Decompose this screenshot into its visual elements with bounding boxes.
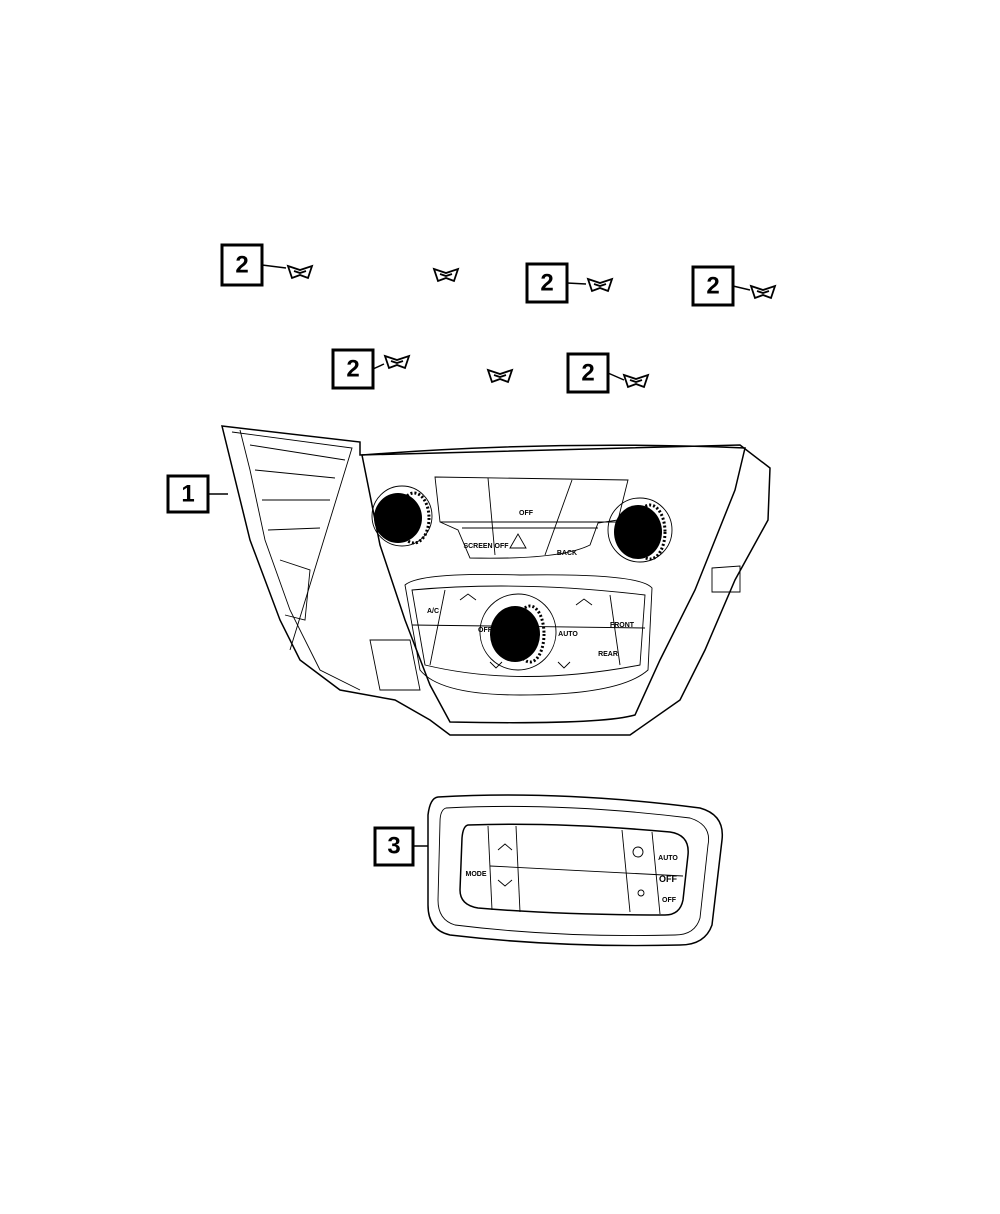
callout-2: 2 <box>525 262 587 304</box>
mode-label: MODE <box>466 871 487 878</box>
clip-part <box>486 368 514 384</box>
svg-text:2: 2 <box>540 270 553 297</box>
front-defrost-label: FRONT <box>610 622 635 629</box>
svg-text:2: 2 <box>235 252 248 279</box>
svg-text:3: 3 <box>387 833 400 860</box>
callout-1: 1 <box>166 474 228 514</box>
callout-3: 3 <box>373 826 428 867</box>
svg-text:2: 2 <box>581 360 594 387</box>
clip-part <box>286 264 314 280</box>
rear-off-label: OFF <box>659 874 677 884</box>
left-temp-knob <box>371 485 433 547</box>
fan-knob <box>479 593 557 671</box>
fan-high-icon <box>632 846 644 858</box>
svg-text:1: 1 <box>181 481 194 508</box>
clips <box>286 264 777 389</box>
screen-off-label: SCREEN OFF <box>463 543 509 550</box>
clip-part <box>749 284 777 300</box>
front-control-bezel: SCREEN OFF BACK OFF A/C OFF AUTO FRONT R… <box>221 425 771 736</box>
callout-2: 2 <box>566 352 625 394</box>
clip-part <box>432 267 460 283</box>
rear-fan-off-label: OFF <box>662 897 677 904</box>
right-temp-knob <box>607 497 673 563</box>
off-label: OFF <box>478 627 493 634</box>
off-top-label: OFF <box>519 510 534 517</box>
rear-climate-control: MODE AUTO OFF OFF <box>427 794 724 947</box>
back-label: BACK <box>557 550 577 557</box>
ac-label: A/C <box>427 608 439 615</box>
clip-part <box>586 277 614 293</box>
callout-2: 2 <box>691 265 751 307</box>
clip-part <box>383 354 411 370</box>
auto-label: AUTO <box>558 631 578 638</box>
rear-auto-label: AUTO <box>658 855 678 862</box>
rear-defrost-label: REAR <box>598 651 618 658</box>
svg-text:2: 2 <box>706 273 719 300</box>
callout-2: 2 <box>220 243 287 287</box>
svg-text:2: 2 <box>346 356 359 383</box>
callout-2: 2 <box>331 348 385 390</box>
fan-low-icon <box>637 889 645 897</box>
clip-part <box>622 373 650 389</box>
